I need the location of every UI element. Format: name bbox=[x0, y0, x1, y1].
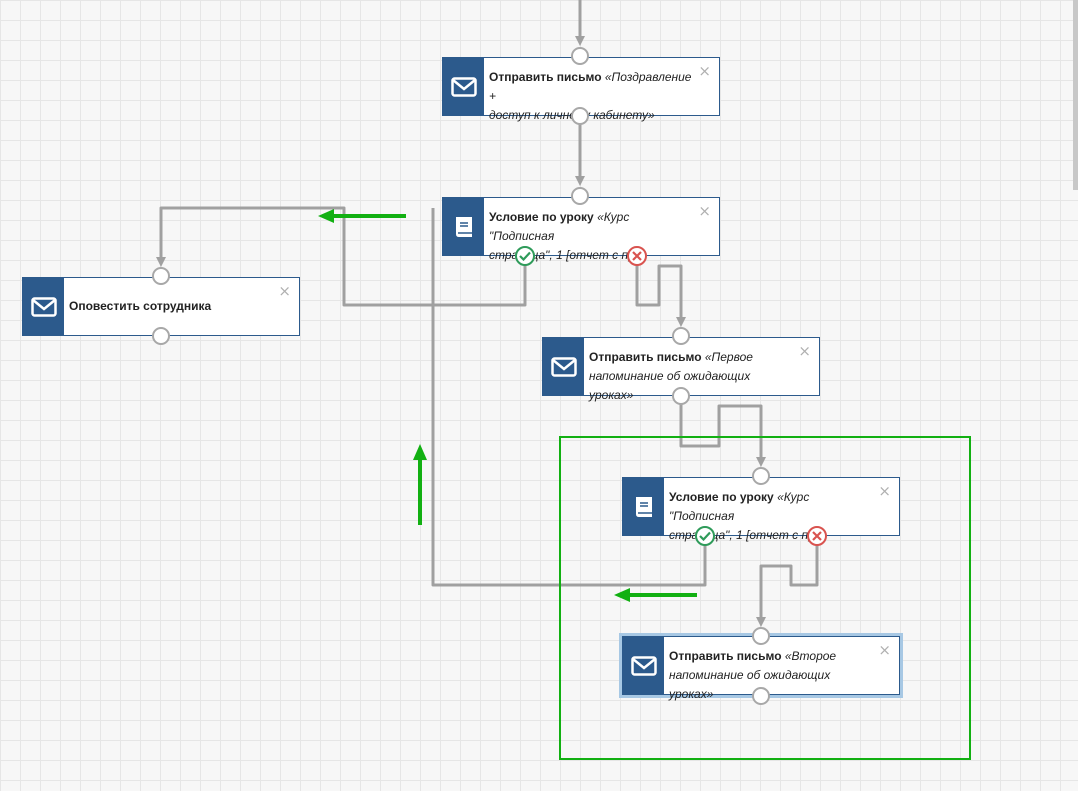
output-port[interactable] bbox=[672, 387, 690, 405]
book-icon bbox=[443, 198, 484, 255]
close-icon[interactable]: × bbox=[878, 641, 891, 659]
node-subtitle-1: «Первое bbox=[704, 350, 753, 364]
input-port[interactable] bbox=[152, 267, 170, 285]
node-lesson-condition-2[interactable]: Условие по уроку «Курс "Подписная страни… bbox=[622, 477, 900, 542]
node-title: Отправить письмо bbox=[669, 649, 782, 663]
connector-email-2-to-condition-2 bbox=[679, 404, 766, 467]
node-title: Отправить письмо bbox=[489, 70, 602, 84]
close-icon[interactable]: × bbox=[698, 202, 711, 220]
connector-condition-1-yes-to-notify bbox=[156, 206, 527, 307]
close-icon[interactable]: × bbox=[698, 62, 711, 80]
node-title: Условие по уроку bbox=[669, 490, 774, 504]
yes-port[interactable] bbox=[515, 246, 535, 266]
node-subtitle-1: «Второе bbox=[784, 649, 837, 663]
output-port[interactable] bbox=[152, 327, 170, 345]
envelope-icon bbox=[23, 278, 64, 335]
yes-port[interactable] bbox=[695, 526, 715, 546]
input-port[interactable] bbox=[571, 187, 589, 205]
node-subtitle-2: страница", 1 [отчет с пр» bbox=[489, 248, 642, 262]
cross-icon bbox=[812, 531, 822, 541]
envelope-icon bbox=[623, 637, 664, 694]
connector-condition-2-no-to-email-3 bbox=[756, 545, 819, 627]
envelope-icon bbox=[443, 58, 484, 115]
no-port[interactable] bbox=[807, 526, 827, 546]
input-port[interactable] bbox=[752, 467, 770, 485]
highlight-frame bbox=[559, 436, 971, 760]
node-title: Условие по уроку bbox=[489, 210, 594, 224]
node-email-congratulations[interactable]: Отправить письмо «Поздравление + доступ … bbox=[442, 57, 720, 122]
cross-icon bbox=[632, 251, 642, 261]
node-subtitle-2: страница", 1 [отчет с пр» bbox=[669, 528, 822, 542]
node-subtitle-1: «Курс "Подписная bbox=[489, 210, 630, 243]
node-subtitle-1: «Курс "Подписная bbox=[669, 490, 810, 523]
connector-condition-1-no-to-email-2 bbox=[635, 264, 686, 327]
node-label: Отправить письмо «Поздравление + доступ … bbox=[489, 68, 697, 125]
vertical-scrollbar[interactable] bbox=[1073, 0, 1078, 190]
output-port[interactable] bbox=[571, 107, 589, 125]
node-title: Отправить письмо bbox=[589, 350, 702, 364]
connector-condition-2-yes-to-notify bbox=[431, 208, 707, 587]
node-subtitle-1: «Поздравление + bbox=[489, 70, 692, 103]
node-label: Оповестить сотрудника bbox=[69, 297, 277, 316]
node-email-second-reminder[interactable]: Отправить письмо «Второе напоминание об … bbox=[619, 633, 903, 701]
no-port[interactable] bbox=[627, 246, 647, 266]
close-icon[interactable]: × bbox=[798, 342, 811, 360]
node-subtitle-2: напоминание об ожидающих уроках» bbox=[589, 369, 751, 402]
output-port[interactable] bbox=[752, 687, 770, 705]
book-icon bbox=[623, 478, 664, 535]
checkmark-icon bbox=[699, 531, 711, 541]
node-title: Оповестить сотрудника bbox=[69, 299, 212, 313]
node-label: Отправить письмо «Второе напоминание об … bbox=[669, 647, 877, 704]
envelope-icon bbox=[543, 338, 584, 395]
node-subtitle-2: напоминание об ожидающих уроках» bbox=[669, 668, 831, 701]
node-label: Отправить письмо «Первое напоминание об … bbox=[589, 348, 797, 405]
checkmark-icon bbox=[519, 251, 531, 261]
node-email-first-reminder[interactable]: Отправить письмо «Первое напоминание об … bbox=[542, 337, 820, 402]
close-icon[interactable]: × bbox=[878, 482, 891, 500]
close-icon[interactable]: × bbox=[278, 282, 291, 300]
node-lesson-condition-1[interactable]: Условие по уроку «Курс "Подписная страни… bbox=[442, 197, 720, 262]
input-port[interactable] bbox=[752, 627, 770, 645]
input-port[interactable] bbox=[672, 327, 690, 345]
input-port[interactable] bbox=[571, 47, 589, 65]
